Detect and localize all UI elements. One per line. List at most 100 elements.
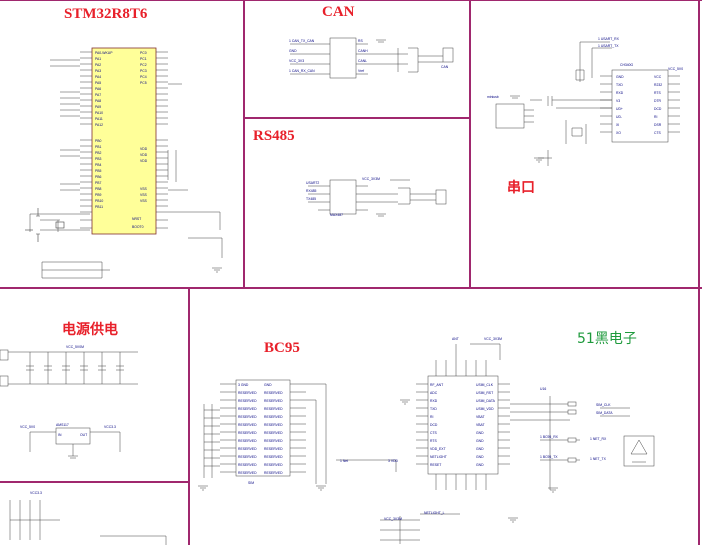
- svg-text:1 BC95_TX: 1 BC95_TX: [540, 455, 558, 459]
- svg-text:RESERVED: RESERVED: [264, 423, 283, 427]
- svg-text:PA9: PA9: [95, 105, 101, 109]
- svg-text:RESET: RESET: [430, 463, 441, 467]
- svg-text:RESERVED: RESERVED: [264, 471, 283, 475]
- svg-text:VCC3.3: VCC3.3: [104, 425, 116, 429]
- svg-text:VCC3.3: VCC3.3: [30, 491, 42, 495]
- svg-text:RXD: RXD: [616, 91, 624, 95]
- rs485-schematic: [308, 179, 447, 217]
- svg-text:1 NET_RX: 1 NET_RX: [590, 437, 607, 441]
- svg-text:VCC_3V3M: VCC_3V3M: [384, 517, 402, 521]
- svg-text:VSS: VSS: [140, 193, 148, 197]
- svg-text:RX485: RX485: [306, 189, 316, 193]
- svg-text:VCC_3V3M: VCC_3V3M: [484, 337, 502, 341]
- svg-text:PB7: PB7: [95, 181, 102, 185]
- svg-text:PB0: PB0: [95, 139, 102, 143]
- ground-symbols: [198, 157, 558, 523]
- svg-text:TXD: TXD: [430, 407, 437, 411]
- svg-text:VCC_5V0: VCC_5V0: [668, 67, 683, 71]
- svg-text:1 USART_RX: 1 USART_RX: [598, 37, 620, 41]
- svg-text:RS: RS: [358, 39, 363, 43]
- svg-text:PB1: PB1: [95, 145, 102, 149]
- svg-text:V3: V3: [616, 99, 620, 103]
- svg-text:RESERVED: RESERVED: [264, 391, 283, 395]
- svg-text:XO: XO: [616, 131, 621, 135]
- svg-text:PA6: PA6: [95, 87, 101, 91]
- power-bottom-fragment: [9, 500, 167, 545]
- can-schematic: [290, 37, 454, 79]
- can-section-title: CAN: [322, 4, 355, 20]
- svg-text:SIM_DATA: SIM_DATA: [596, 411, 613, 415]
- svg-text:GND: GND: [616, 75, 624, 79]
- svg-text:IN: IN: [58, 433, 62, 437]
- svg-text:1 CAN_TX_CAN: 1 CAN_TX_CAN: [289, 39, 315, 43]
- svg-text:VSS: VSS: [140, 199, 148, 203]
- svg-text:RESERVED: RESERVED: [238, 407, 257, 411]
- bc95-schematic: [203, 343, 655, 544]
- svg-text:RESERVED: RESERVED: [264, 463, 283, 467]
- svg-text:RESERVED: RESERVED: [238, 471, 257, 475]
- svg-text:PC2: PC2: [140, 63, 147, 67]
- svg-text:1 BC95_RX: 1 BC95_RX: [540, 435, 559, 439]
- svg-text:VCC_3V3: VCC_3V3: [289, 59, 304, 63]
- svg-text:VBAT: VBAT: [476, 423, 485, 427]
- svg-text:3 GND: 3 GND: [238, 383, 249, 387]
- svg-text:ADC: ADC: [430, 391, 438, 395]
- svg-text:RESERVED: RESERVED: [264, 415, 283, 419]
- svg-text:VDD: VDD: [140, 147, 148, 151]
- svg-text:UD+: UD+: [616, 107, 623, 111]
- svg-text:PA3: PA3: [95, 69, 101, 73]
- svg-text:CH340G: CH340G: [620, 63, 634, 67]
- svg-text:RESERVED: RESERVED: [238, 455, 257, 459]
- svg-text:PC5: PC5: [140, 81, 147, 85]
- svg-text:PA8: PA8: [95, 99, 101, 103]
- svg-text:VDD_EXT: VDD_EXT: [430, 447, 446, 451]
- svg-text:USIM_DATA: USIM_DATA: [476, 399, 496, 403]
- svg-text:GND: GND: [476, 455, 484, 459]
- svg-text:R232: R232: [654, 83, 662, 87]
- power-section-title: 电源供电: [62, 322, 118, 338]
- svg-text:PB9: PB9: [95, 193, 102, 197]
- mcu-pins: [29, 51, 223, 279]
- svg-text:CANH: CANH: [358, 49, 368, 53]
- mcu-ground-symbols: [25, 229, 222, 273]
- serial-section-title: 串口: [507, 180, 535, 196]
- svg-text:PA2: PA2: [95, 63, 101, 67]
- svg-text:PB6: PB6: [95, 175, 102, 179]
- svg-text:1 USART_TX: 1 USART_TX: [598, 44, 619, 48]
- svg-text:SIM: SIM: [248, 481, 254, 485]
- svg-text:RESERVED: RESERVED: [264, 407, 283, 411]
- svg-text:UD-: UD-: [616, 115, 622, 119]
- svg-text:BOOT0: BOOT0: [132, 225, 144, 229]
- svg-text:CAN: CAN: [441, 65, 449, 69]
- svg-text:RF_ANT: RF_ANT: [430, 383, 443, 387]
- svg-text:VCC_5V0: VCC_5V0: [20, 425, 35, 429]
- svg-text:miniusb: miniusb: [487, 95, 499, 99]
- svg-text:PB4: PB4: [95, 163, 102, 167]
- svg-text:DTR: DTR: [654, 99, 662, 103]
- svg-text:GND: GND: [476, 447, 484, 451]
- svg-text:PB3: PB3: [95, 157, 102, 161]
- svg-text:CANL: CANL: [358, 59, 367, 63]
- mcu-section-title: STM32R8T6: [64, 6, 148, 22]
- svg-text:1 NET_TX: 1 NET_TX: [590, 457, 607, 461]
- svg-text:RESERVED: RESERVED: [238, 415, 257, 419]
- bc95-labels: 3 GND RESERVED RESERVED RESERVED RESERVED RE…: [238, 337, 613, 521]
- svg-text:RESERVED: RESERVED: [238, 423, 257, 427]
- svg-text:PA11: PA11: [95, 117, 103, 121]
- svg-text:RESERVED: RESERVED: [264, 399, 283, 403]
- svg-text:GND: GND: [289, 49, 297, 53]
- svg-text:DSR: DSR: [654, 123, 662, 127]
- svg-text:RTS: RTS: [430, 439, 437, 443]
- svg-text:PC0: PC0: [140, 51, 147, 55]
- rs485-section-title: RS485: [253, 128, 295, 144]
- svg-text:RESERVED: RESERVED: [238, 439, 257, 443]
- svg-text:AMS117: AMS117: [56, 423, 69, 427]
- svg-text:VDD: VDD: [140, 153, 148, 157]
